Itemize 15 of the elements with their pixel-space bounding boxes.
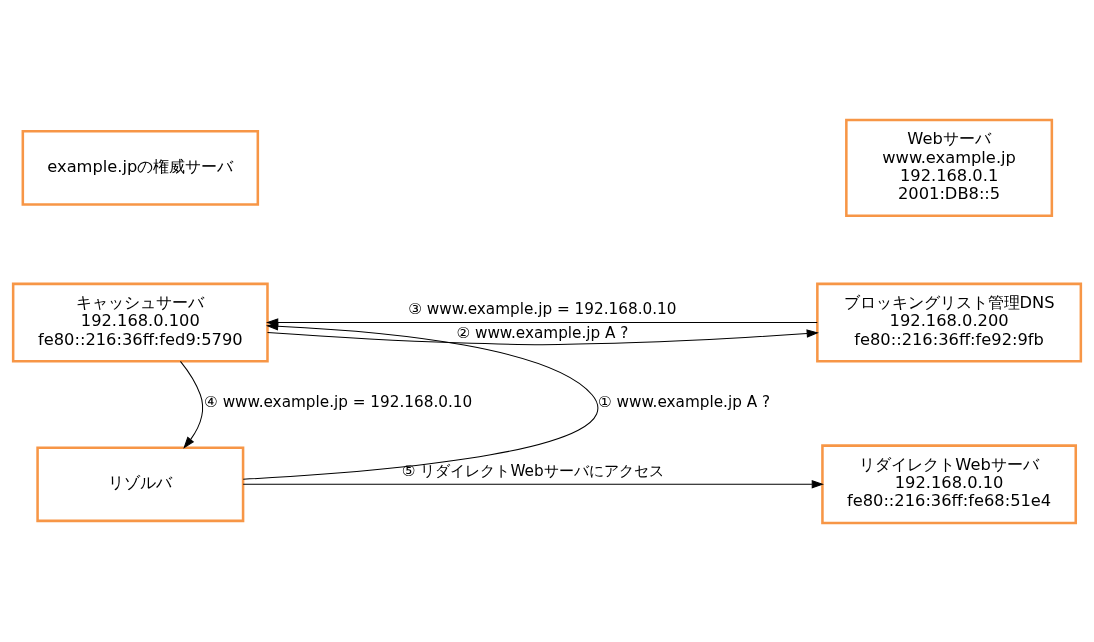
edge-label: ⑤ リダイレクトWebサーバにアクセス	[401, 461, 664, 480]
node-box: ブロッキングリスト管理DNS 192.168.0.200 fe80::216:36ff:fe92:9fb	[816, 282, 1083, 362]
edge-label: ② www.example.jp A ?	[456, 323, 629, 342]
edge-label: ④ www.example.jp = 192.168.0.10	[204, 392, 473, 411]
arrow	[242, 321, 599, 480]
node-box: Webサーバ www.example.jp 192.168.0.1 2001:DB8::5	[845, 118, 1054, 217]
arrow	[242, 479, 824, 489]
node-box: example.jpの権威サーバ	[21, 129, 260, 206]
edge-label: ① www.example.jp A ?	[598, 392, 771, 411]
node-box: リゾルバ	[36, 445, 245, 522]
arrow	[267, 328, 819, 345]
node-box: キャッシュサーバ 192.168.0.100 fe80::216:36ff:fed9:5790	[11, 282, 269, 362]
node-box: リダイレクトWebサーバ 192.168.0.10 fe80::216:36ff:fe68:51e4	[821, 443, 1078, 524]
edge-label: ③ www.example.jp = 192.168.0.10	[408, 299, 677, 318]
arrow	[179, 360, 204, 449]
